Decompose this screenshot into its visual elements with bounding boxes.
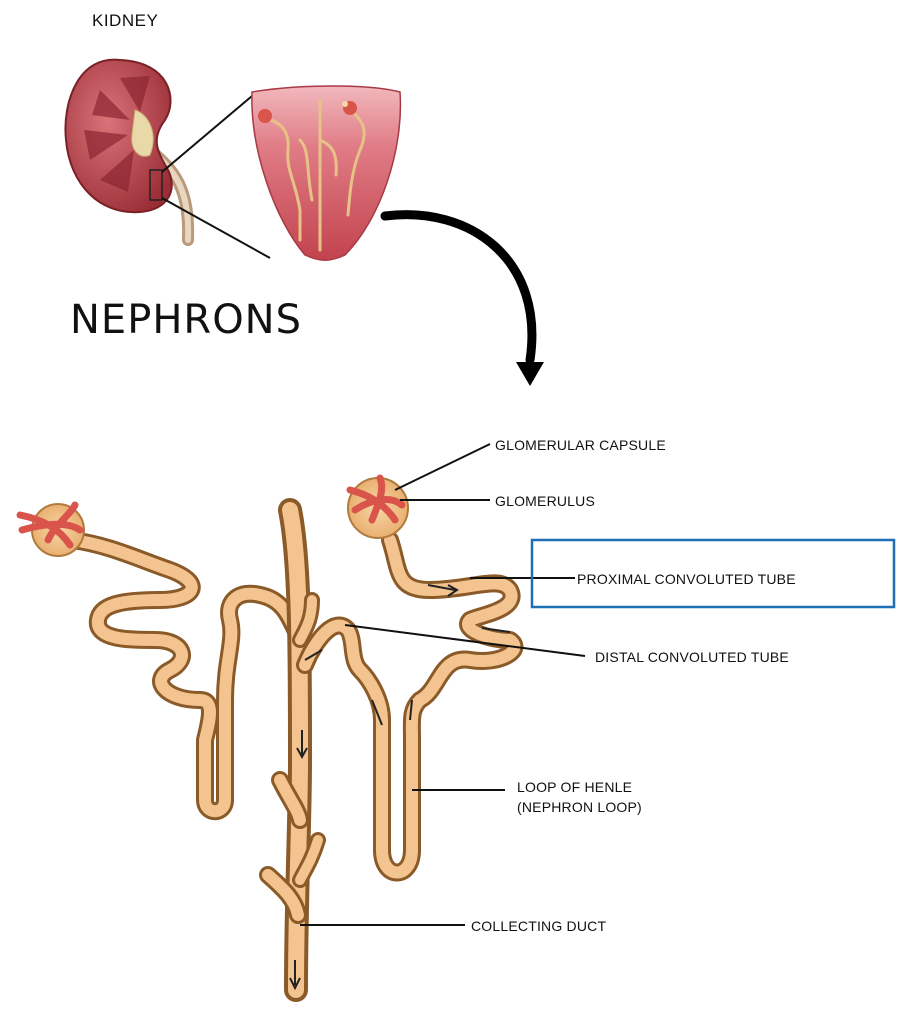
left-nephron — [20, 504, 300, 811]
collecting-duct — [268, 510, 318, 990]
label-loop-henle: LOOP OF HENLE — [517, 779, 632, 795]
right-nephron — [305, 478, 514, 873]
label-loop-henle-sub: (NEPHRON LOOP) — [517, 799, 642, 815]
label-distal-tube: DISTAL CONVOLUTED TUBE — [595, 649, 789, 665]
zoom-line-top — [162, 96, 252, 172]
page-title: NEPHRONS — [70, 297, 302, 343]
label-collecting-duct: COLLECTING DUCT — [471, 918, 606, 934]
zoom-line-bottom — [162, 198, 270, 258]
nephron-structure — [20, 478, 514, 990]
label-glomerular-capsule: GLOMERULAR CAPSULE — [495, 437, 666, 453]
label-proximal-tube: PROXIMAL CONVOLUTED TUBE — [577, 571, 796, 587]
renal-pyramid-icon — [252, 86, 401, 260]
kidney-label: KIDNEY — [92, 11, 158, 30]
curved-arrow-icon — [385, 215, 544, 386]
label-glomerulus: GLOMERULUS — [495, 493, 595, 509]
leader-glomerular-capsule — [395, 444, 490, 490]
kidney-icon — [65, 60, 188, 240]
